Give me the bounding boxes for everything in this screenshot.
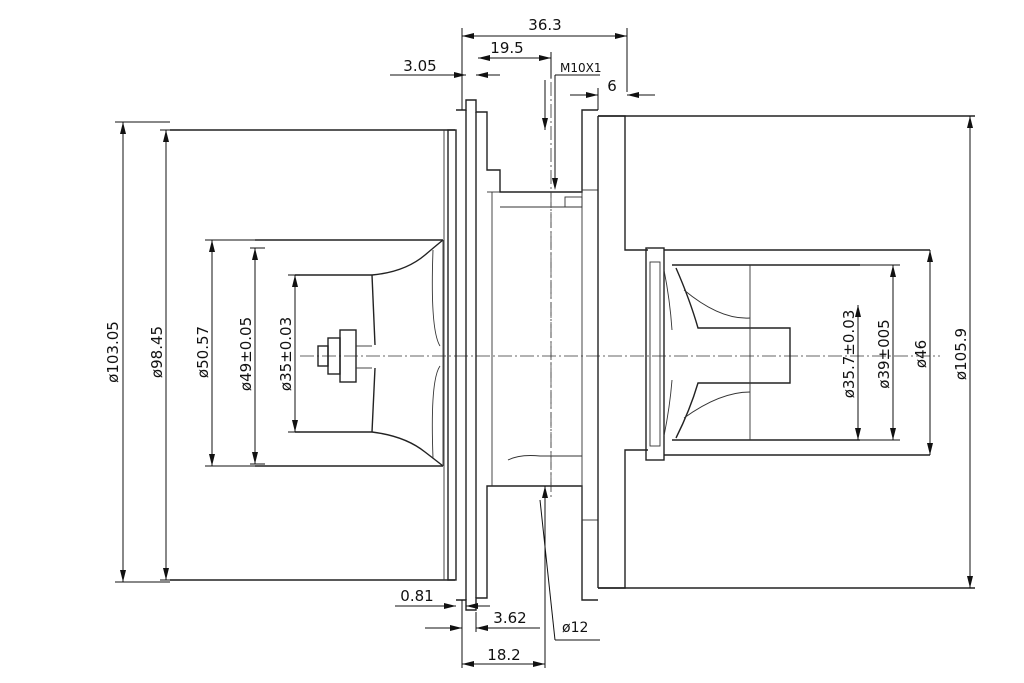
dim-bottom-step: 3.62	[425, 600, 540, 668]
dim-label-d12: ø12	[562, 620, 588, 636]
dim-label-d49: ø49±0.05	[237, 317, 255, 391]
dim-turbine-small: ø35.7±0.03	[840, 305, 861, 440]
dim-label-d98-45: ø98.45	[148, 326, 166, 378]
dim-top-overall: 36.3	[461, 16, 628, 110]
dim-label-d105-9: ø105.9	[952, 328, 970, 380]
dim-thread: M10X1	[542, 61, 601, 190]
dim-turbine-outer: ø105.9	[952, 116, 973, 588]
dim-comp-small: ø35±0.03	[277, 274, 300, 433]
dim-label-d50-57: ø50.57	[194, 326, 212, 378]
compressor-housing	[170, 129, 457, 581]
dim-label-18-2: 18.2	[487, 646, 520, 664]
dim-top-inner: 19.5	[478, 39, 552, 78]
dim-label-3-62: 3.62	[493, 609, 526, 627]
dim-turbine-mid: ø39±005	[860, 264, 900, 441]
dim-label-d46: ø46	[912, 340, 930, 368]
dim-label-6: 6	[607, 77, 617, 95]
dim-label-36-3: 36.3	[528, 16, 561, 34]
dim-right-step: 6	[570, 77, 655, 110]
turbine-housing	[597, 115, 975, 589]
dim-label-3-05: 3.05	[403, 57, 436, 75]
dim-comp-wheel: ø50.57	[194, 239, 255, 467]
dim-bottom-width: 18.2	[462, 640, 546, 668]
dim-label-19-5: 19.5	[490, 39, 523, 57]
dim-label-d39: ø39±005	[875, 319, 893, 388]
dim-compressor-inner: ø98.45	[148, 129, 180, 581]
dim-bottom-gap: 0.81	[395, 587, 490, 609]
dim-left-flange: 3.05	[390, 57, 500, 78]
dim-compressor-outer: ø103.05	[104, 121, 170, 583]
dim-label-d103-05: ø103.05	[104, 321, 122, 383]
turbine-wheel	[645, 247, 930, 461]
dim-label-m10x1: M10X1	[560, 61, 601, 75]
center-housing	[456, 99, 599, 611]
dim-label-d35-7: ø35.7±0.03	[840, 310, 858, 399]
dim-comp-bore: ø49±0.05	[237, 247, 265, 465]
dim-shaft: ø12	[539, 486, 600, 641]
dim-label-d35: ø35±0.03	[277, 317, 295, 391]
dim-turbine-wheel: ø46	[912, 250, 933, 455]
dim-label-0-81: 0.81	[400, 587, 433, 605]
compressor-wheel	[255, 239, 444, 467]
